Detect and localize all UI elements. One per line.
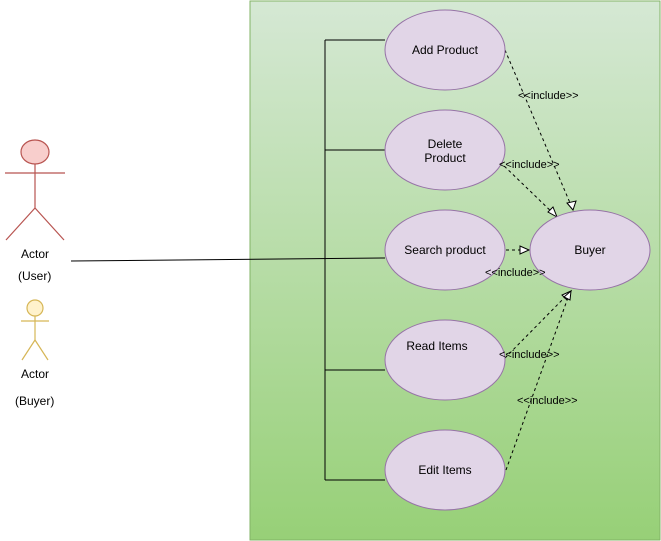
use-case-read-items-label: Read Items [406,339,468,353]
include-add-label: <<include>> [518,90,579,102]
use-case-delete-product-shape [384,109,506,191]
include-delete-label: <<include>> [499,159,560,171]
include-add-line [504,49,574,211]
use-case-add-product-label: Add Product [411,43,479,57]
include-delete-line [499,161,558,218]
use-case-buyer-shape [529,209,651,291]
use-case-delete-product-label: Delete Product [424,137,466,165]
actor-user-figure [5,139,65,241]
include-read-label: <<include>> [499,349,560,361]
use-case-search-product-shape [384,209,506,291]
actor-user-name: Actor [21,247,50,261]
use-case-edit-items-label: Edit Items [418,463,472,477]
actor-buyer-name: Actor [21,367,50,381]
include-arrowheads [519,200,577,301]
use-case-search-product-label: Search product [404,243,486,257]
include-search-label: <<include>> [485,267,546,279]
use-case-buyer-label: Buyer [574,243,606,257]
use-case-edit-items-shape [384,429,506,511]
use-case-read-items-shape [384,319,506,401]
actor-buyer-figure [21,299,49,361]
use-case-add-product-shape [384,9,506,91]
include-edit-label: <<include>> [517,395,578,407]
use-case-shapes [384,9,651,511]
actor-user-role: (User) [18,269,52,283]
actor-buyer-role: (Buyer) [15,394,55,408]
association-lines [70,39,386,481]
include-edit-line [505,291,571,471]
